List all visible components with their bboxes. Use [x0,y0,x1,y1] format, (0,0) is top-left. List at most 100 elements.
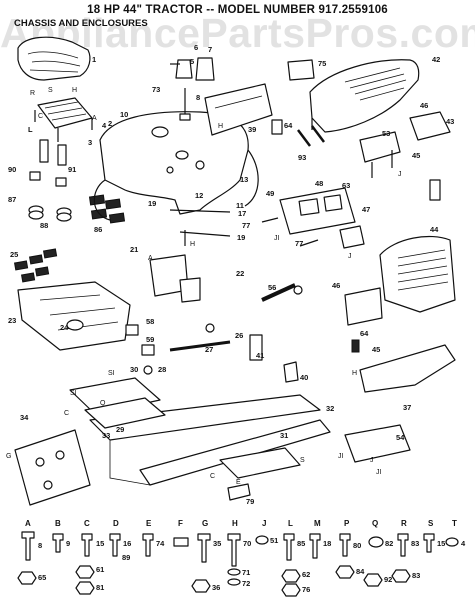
svg-text:21: 21 [130,245,138,254]
hood [309,59,420,133]
hood-brackets [359,111,451,201]
svg-text:6: 6 [194,43,198,52]
fender [93,111,259,221]
hw-num-L: 85 [297,539,305,548]
svg-text:H: H [352,370,357,377]
svg-text:45: 45 [412,151,420,160]
svg-text:33: 33 [102,431,110,440]
svg-text:30: 30 [130,365,138,374]
dash-console [261,187,365,249]
svg-text:26: 26 [235,331,243,340]
dash-panel [204,83,273,136]
hw-num-S: 15 [437,539,445,548]
svg-text:45: 45 [372,345,380,354]
hw-letter-J: J [262,519,266,528]
svg-text:79: 79 [246,497,254,506]
clip [227,483,251,501]
pins [297,125,325,147]
svg-text:A: A [148,255,153,262]
hw-num-J: 51 [270,536,278,545]
svg-text:53: 53 [382,129,390,138]
svg-text:63: 63 [342,181,350,190]
hardware-legend: A B C D E F G H J L M P Q R S T [17,519,466,597]
svg-text:58: 58 [146,317,154,326]
svg-text:7: 7 [208,45,212,54]
hw-letter-T: T [452,519,457,528]
grille-bracket [344,287,383,353]
fender-hardware [170,57,215,121]
svg-text:J: J [370,457,374,464]
hw-num-C: 15 [96,539,104,548]
seat-springs [28,139,72,222]
svg-text:43: 43 [446,117,454,126]
hw-num-H2: 71 [242,568,250,577]
hw-num-P2: 84 [356,567,365,576]
svg-text:C: C [210,473,215,480]
front-bracket [344,424,411,463]
svg-text:34: 34 [20,413,29,422]
svg-text:8: 8 [196,93,200,102]
hw-num-D2: 89 [122,553,130,562]
svg-text:77: 77 [295,239,303,248]
svg-text:77: 77 [242,221,250,230]
hw-num-P: 80 [353,541,361,550]
part-number-labels: 1 2 3 4 5 6 7 8 10 11 12 13 17 19 19 22 … [6,43,454,506]
hw-num-H: 70 [243,539,251,548]
hw-letter-A: A [25,519,31,528]
svg-text:39: 39 [248,125,256,134]
hw-num-A: 8 [38,541,42,550]
hw-num-M: 18 [323,539,331,548]
svg-text:41: 41 [256,351,264,360]
page-subtitle: CHASSIS AND ENCLOSURES [14,18,148,29]
svg-text:SI: SI [108,370,115,377]
svg-text:28: 28 [158,365,166,374]
svg-text:4: 4 [102,121,107,130]
svg-text:JI: JI [338,453,344,460]
hw-num-C3: 81 [96,583,104,592]
hw-num-G2: 36 [212,583,220,592]
small-hardware [125,119,303,383]
svg-text:47: 47 [362,205,370,214]
svg-text:90: 90 [8,165,16,174]
svg-text:24: 24 [60,323,69,332]
svg-text:19: 19 [237,233,245,242]
seat-bracket [34,97,93,142]
front-grille [379,235,456,313]
hw-letter-F: F [178,519,183,528]
svg-text:G: G [6,453,11,460]
svg-text:93: 93 [298,153,306,162]
svg-text:H: H [72,87,77,94]
svg-text:64: 64 [360,329,369,338]
svg-text:13: 13 [240,175,248,184]
floor-pan [17,281,131,351]
svg-text:J: J [398,171,402,178]
hw-letter-L: L [288,519,293,528]
svg-text:25: 25 [10,250,18,259]
svg-text:R: R [30,90,35,97]
svg-text:C: C [64,410,69,417]
svg-text:Q: Q [100,400,106,407]
nut-icons [17,565,411,597]
frame-rails [89,394,331,486]
svg-text:56: 56 [268,283,276,292]
svg-text:91: 91 [68,165,76,174]
svg-text:44: 44 [430,225,439,234]
svg-text:19: 19 [148,199,156,208]
svg-text:86: 86 [94,225,102,234]
svg-text:H: H [218,123,223,130]
svg-text:49: 49 [266,189,274,198]
hw-num-T: 4 [461,539,466,548]
svg-text:5: 5 [190,57,194,66]
svg-text:JI: JI [376,469,382,476]
svg-text:46: 46 [420,101,428,110]
hw-num-A2: 65 [38,573,46,582]
svg-text:S: S [300,457,305,464]
svg-text:22: 22 [236,269,244,278]
svg-text:46: 46 [332,281,340,290]
svg-text:3: 3 [88,138,92,147]
svg-text:S: S [48,87,53,94]
svg-text:40: 40 [300,373,308,382]
rear-plate [14,429,91,506]
svg-text:32: 32 [326,404,334,413]
